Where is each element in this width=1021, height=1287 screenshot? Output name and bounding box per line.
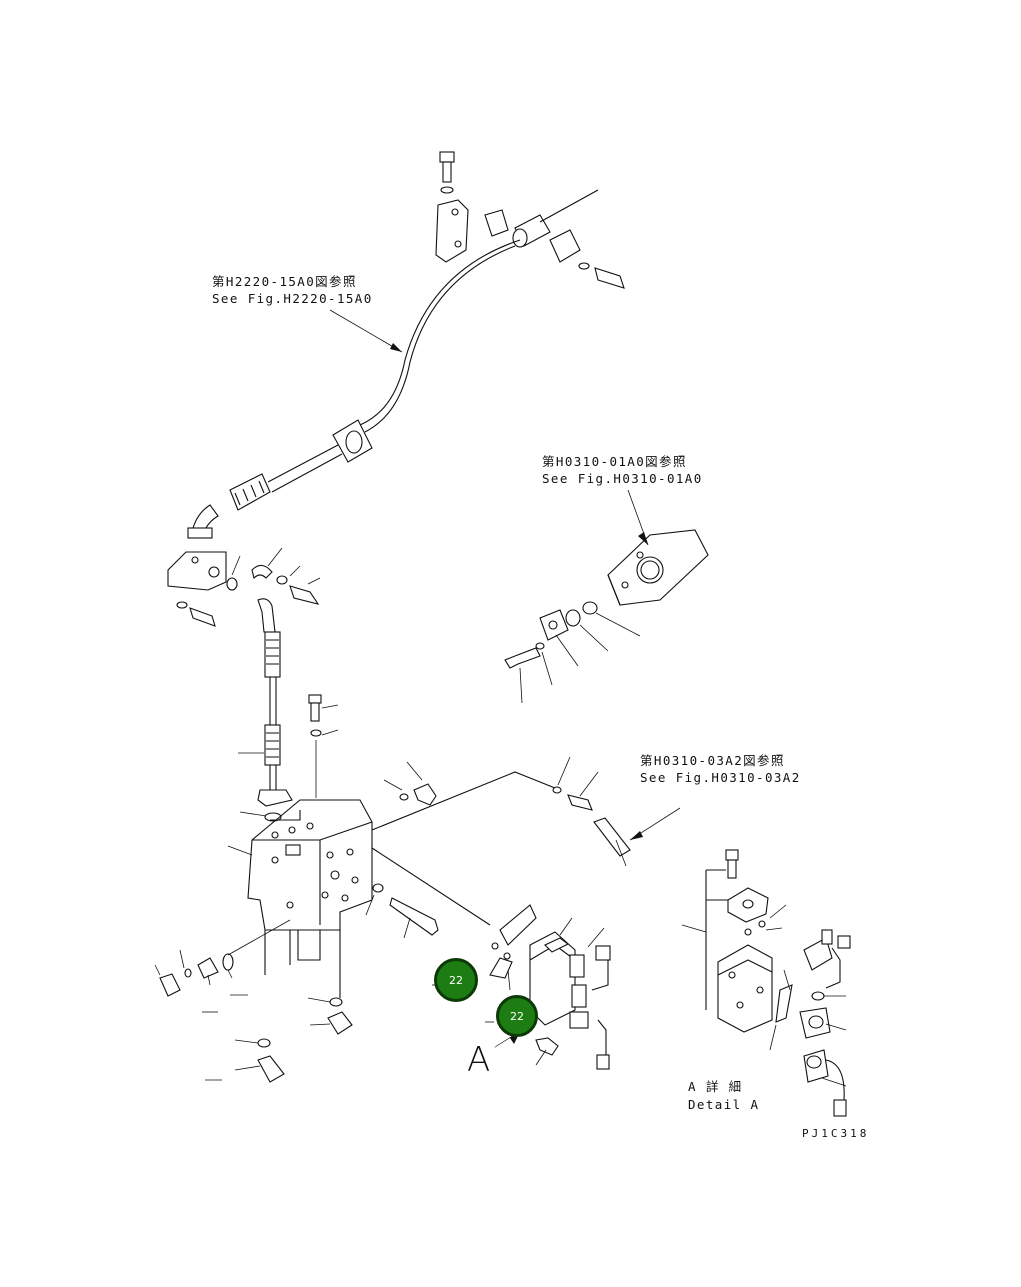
detail-label-en: Detail A bbox=[688, 1097, 760, 1112]
detail-a-assembly bbox=[681, 849, 851, 1117]
reference-label-jp: 第H2220-15A0図参照 bbox=[212, 274, 357, 289]
reference-label-jp: 第H0310-03A2図参照 bbox=[640, 753, 785, 768]
hose-clamp-mid bbox=[332, 419, 373, 463]
main-valve-block bbox=[227, 799, 373, 998]
lower-left-fittings bbox=[154, 919, 353, 1083]
drawing-code: PJ1C318 bbox=[802, 1127, 870, 1140]
reference-label-en: See Fig.H0310-01A0 bbox=[542, 471, 703, 486]
reference-label-jp: 第H0310-01A0図参照 bbox=[542, 454, 687, 469]
bolt-top bbox=[439, 151, 455, 194]
part-callout-22[interactable]: 22 bbox=[434, 958, 478, 1002]
upper-hose bbox=[539, 189, 599, 223]
reference-label-en: See Fig.H2220-15A0 bbox=[212, 291, 373, 306]
reference-label-en: See Fig.H0310-03A2 bbox=[640, 770, 801, 785]
elbow-fitting-small bbox=[308, 694, 339, 798]
detail-arrow-letter: A bbox=[467, 1040, 491, 1080]
pipe-adapter bbox=[593, 817, 631, 857]
part-callout-22[interactable]: 22 bbox=[496, 995, 538, 1037]
flange-assembly-right bbox=[504, 489, 709, 704]
flange-block-left bbox=[167, 547, 321, 627]
elbow-fitting-right bbox=[413, 783, 437, 806]
long-bolt bbox=[389, 897, 439, 936]
clamp-bracket bbox=[435, 199, 625, 289]
detail-label-jp: A 詳 細 bbox=[688, 1079, 743, 1094]
